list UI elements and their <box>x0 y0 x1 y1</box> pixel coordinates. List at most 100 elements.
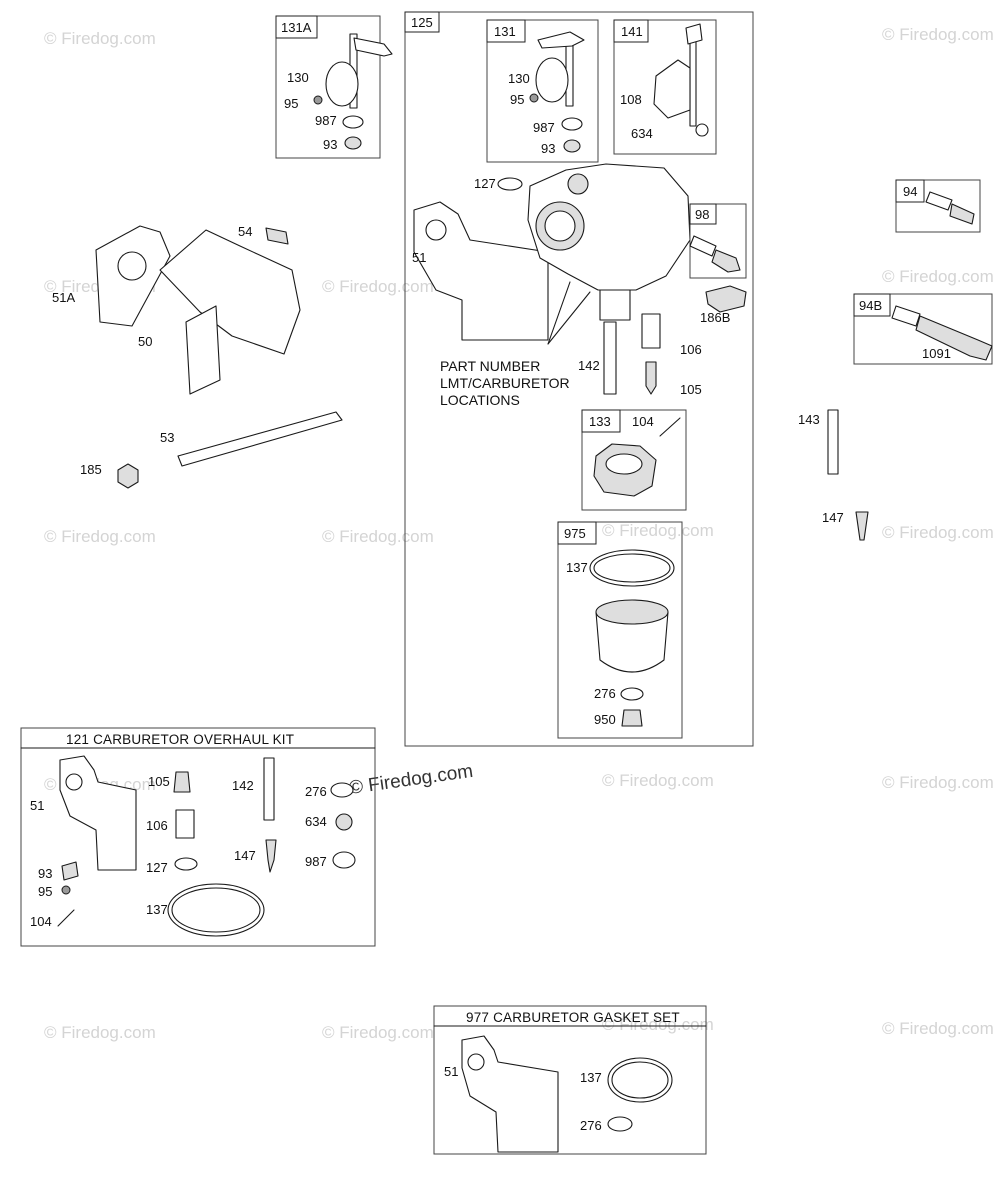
callout-1091: 1091 <box>922 346 951 361</box>
callout-276: 276 <box>305 784 327 799</box>
screw-147 <box>265 839 277 873</box>
seal-987 <box>342 115 364 129</box>
group-intake: 54 51A 50 53 185 <box>52 224 343 489</box>
box-label-131: 131 <box>494 24 516 39</box>
carburetor-throat <box>544 210 576 242</box>
screw-147 <box>855 511 869 541</box>
throttle-plate <box>535 57 569 103</box>
choke-plate <box>653 59 691 119</box>
watermark: © Firedog.com <box>882 267 994 286</box>
box-tag <box>581 409 621 433</box>
callout-95: 95 <box>510 92 524 107</box>
tube-143 <box>827 409 839 475</box>
callout-987: 987 <box>533 120 555 135</box>
seal-987 <box>561 117 583 131</box>
note-line-3: LOCATIONS <box>440 392 520 408</box>
oring-137-inner <box>611 1061 669 1099</box>
callout-137: 137 <box>566 560 588 575</box>
watermark: © Firedog.com <box>44 29 156 48</box>
callout-106: 106 <box>680 342 702 357</box>
cap-93 <box>344 136 362 150</box>
box-tag <box>275 15 318 39</box>
oring-137-inner <box>593 553 671 583</box>
callout-127: 127 <box>146 860 168 875</box>
callout-93: 93 <box>38 866 52 881</box>
watermark-layer: © Firedog.com © Firedog.com © Firedog.co… <box>44 25 994 1042</box>
box-tag <box>895 179 925 203</box>
float-bowl <box>595 611 669 673</box>
callout-987: 987 <box>315 113 337 128</box>
box-label-125: 125 <box>411 15 433 30</box>
main-jet-tube <box>603 321 617 395</box>
box-141-frame <box>613 19 717 155</box>
fuel-inlet <box>567 173 589 195</box>
callout-51A: 51A <box>52 290 75 305</box>
watermark: © Firedog.com <box>882 25 994 44</box>
choke-lever <box>685 23 703 45</box>
box-tag <box>486 19 526 43</box>
needle-105 <box>645 361 657 395</box>
group-right-parts: 94 94B 1091 143 147 <box>798 179 993 541</box>
washer-276 <box>330 782 354 798</box>
callout-104: 104 <box>30 914 52 929</box>
screw-94 <box>949 203 975 225</box>
group-125: 125 131 130 95 987 93 141 108 634 127 51 <box>404 11 754 747</box>
callout-108: 108 <box>620 92 642 107</box>
callout-147: 147 <box>234 848 256 863</box>
seal-987 <box>332 851 356 869</box>
gasket-51A-hole <box>117 251 147 281</box>
watermark: © Firedog.com <box>602 771 714 790</box>
callout-54: 54 <box>238 224 252 239</box>
seal-127 <box>497 177 523 191</box>
watermark: © Firedog.com <box>602 521 714 540</box>
gasket-51 <box>413 201 549 341</box>
callout-185: 185 <box>80 462 102 477</box>
gasket-hole <box>65 773 83 791</box>
stud-53 <box>177 411 343 467</box>
group-131A: 131A 130 95 987 93 <box>275 15 393 159</box>
idle-screw <box>711 249 741 273</box>
leader-line <box>547 281 571 345</box>
box-label-94: 94 <box>903 184 917 199</box>
bushing-106 <box>641 313 661 349</box>
spacer-50 <box>159 229 301 355</box>
callout-104: 104 <box>632 414 654 429</box>
box-975-frame <box>557 521 683 739</box>
box-tag <box>404 11 440 33</box>
oring-137-inner <box>171 887 261 933</box>
screw-95 <box>529 93 539 103</box>
callout-987: 987 <box>305 854 327 869</box>
box-label-98: 98 <box>695 207 709 222</box>
nut-185 <box>117 463 139 489</box>
main-jet-tube <box>263 757 275 821</box>
callout-50: 50 <box>138 334 152 349</box>
note-line-1: PART NUMBER <box>440 358 540 374</box>
callout-143: 143 <box>798 412 820 427</box>
float-bowl-rim <box>595 599 669 625</box>
box-label-141: 141 <box>621 24 643 39</box>
group-overhaul-kit: 121 CARBURETOR OVERHAUL KIT 51 105 106 1… <box>20 727 376 947</box>
callout-51: 51 <box>412 250 426 265</box>
watermark: © Firedog.com <box>322 277 434 296</box>
callout-95: 95 <box>284 96 298 111</box>
callout-130: 130 <box>508 71 530 86</box>
box-94-frame <box>895 179 981 233</box>
box-label-131A: 131A <box>281 20 312 35</box>
choke-shaft <box>689 35 697 127</box>
spring-634 <box>695 123 709 137</box>
seal-127 <box>174 857 198 871</box>
spring <box>925 191 953 211</box>
callout-51: 51 <box>444 1064 458 1079</box>
box-94B-frame <box>853 293 993 365</box>
watermark: © Firedog.com <box>602 1015 714 1034</box>
needle-105 <box>173 771 191 793</box>
callout-137: 137 <box>146 902 168 917</box>
elbow-fitting <box>705 285 747 313</box>
throttle-plate <box>325 61 359 107</box>
box-tag <box>689 203 717 225</box>
spring <box>891 305 921 327</box>
callout-106: 106 <box>146 818 168 833</box>
box-125-frame <box>404 11 754 747</box>
screw-1091 <box>915 315 993 361</box>
